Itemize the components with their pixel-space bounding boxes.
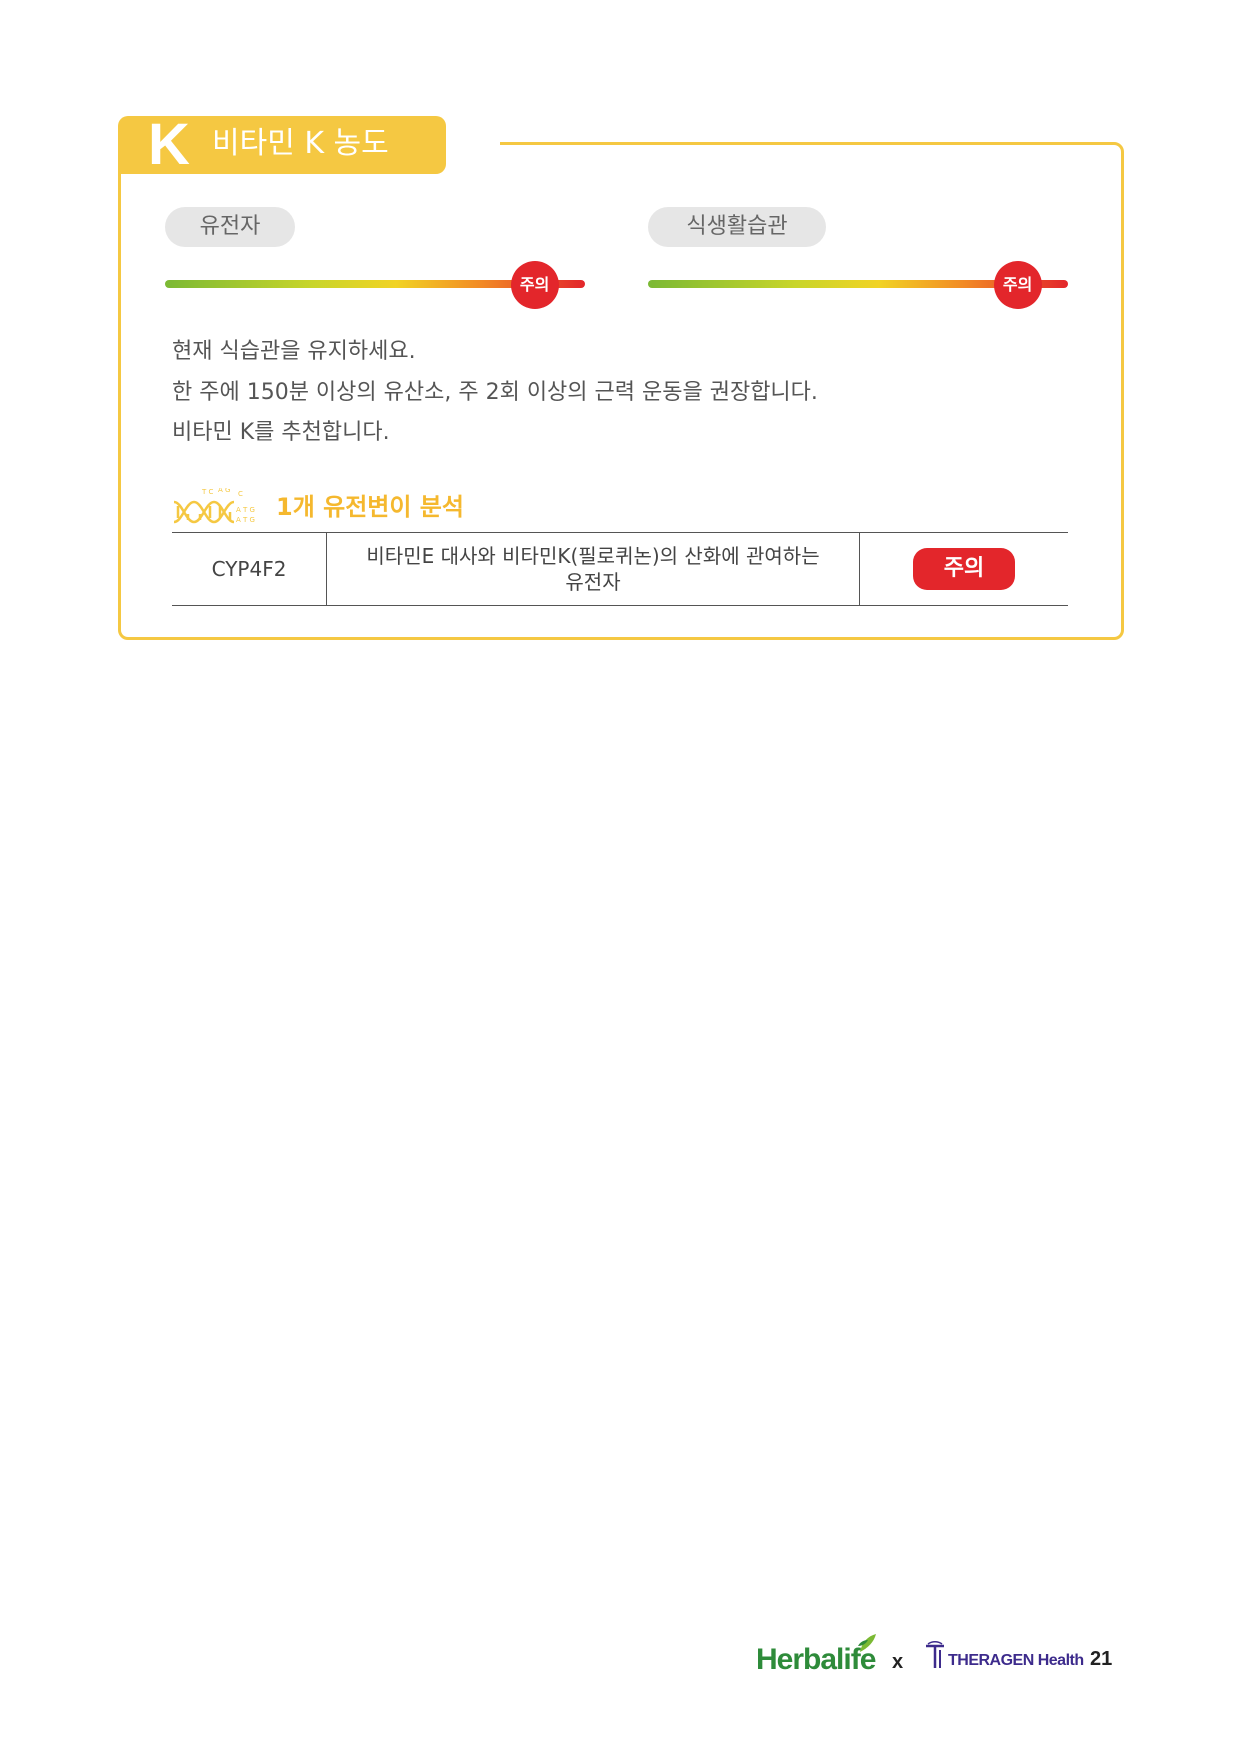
advice-line-3: 비타민 K를 추천합니다. — [172, 420, 390, 445]
diet-level-bar — [648, 280, 1068, 288]
theragen-logo: THERAGEN Health — [948, 1652, 1084, 1669]
gene-level-label: 주의 — [519, 275, 550, 294]
diet-level-label: 주의 — [1002, 275, 1033, 294]
diet-pill: 식생활습관 — [648, 207, 826, 247]
svg-text:A T G C: A T G C — [236, 506, 256, 514]
svg-text:A G: A G — [218, 488, 230, 494]
svg-text:T C: T C — [201, 488, 214, 496]
diet-level-marker: 주의 — [993, 261, 1042, 309]
diet-pill-label: 식생활습관 — [686, 214, 788, 239]
gene-pill-label: 유전자 — [199, 214, 261, 239]
svg-text:C: C — [238, 490, 243, 498]
gene-status-cell: 주의 — [859, 532, 1068, 606]
svg-text:A T G C A: A T G C A — [236, 516, 256, 524]
header-tab — [118, 116, 446, 174]
gene-pill: 유전자 — [165, 207, 295, 247]
page-title: 비타민 K 농도 — [212, 126, 389, 161]
advice-line-1: 현재 식습관을 유지하세요. — [172, 339, 416, 364]
status-badge: 주의 — [913, 548, 1015, 590]
theragen-icon — [926, 1641, 944, 1668]
header-letter: K — [148, 112, 190, 177]
gene-name-cell: CYP4F2 — [172, 532, 327, 606]
table-row: CYP4F2 비타민E 대사와 비타민K(필로퀴논)의 산화에 관여하는 유전자… — [172, 532, 1068, 606]
gene-level-marker: 주의 — [510, 261, 559, 309]
variant-analysis-title: 1개 유전변이 분석 — [276, 493, 464, 521]
herbalife-logo: Herbalife — [756, 1643, 876, 1676]
leaf-icon — [858, 1634, 876, 1652]
advice-line-2: 한 주에 150분 이상의 유산소, 주 2회 이상의 근력 운동을 권장합니다… — [172, 380, 818, 405]
vitamin-k-card — [118, 142, 1124, 640]
gene-level-bar — [165, 280, 585, 288]
logo-separator: x — [892, 1651, 904, 1673]
gene-description-line-1: 비타민E 대사와 비타민K(필로퀴논)의 산화에 관여하는 — [366, 544, 820, 568]
page-number: 21 — [1090, 1648, 1113, 1670]
gene-description-cell: 비타민E 대사와 비타민K(필로퀴논)의 산화에 관여하는 유전자 — [326, 532, 860, 606]
gene-name: CYP4F2 — [211, 557, 287, 581]
dna-icon: T C A G C A T G C A T G C A — [173, 488, 256, 524]
gene-description-line-2: 유전자 — [565, 570, 621, 594]
variant-table: CYP4F2 비타민E 대사와 비타민K(필로퀴논)의 산화에 관여하는 유전자… — [172, 532, 1068, 606]
